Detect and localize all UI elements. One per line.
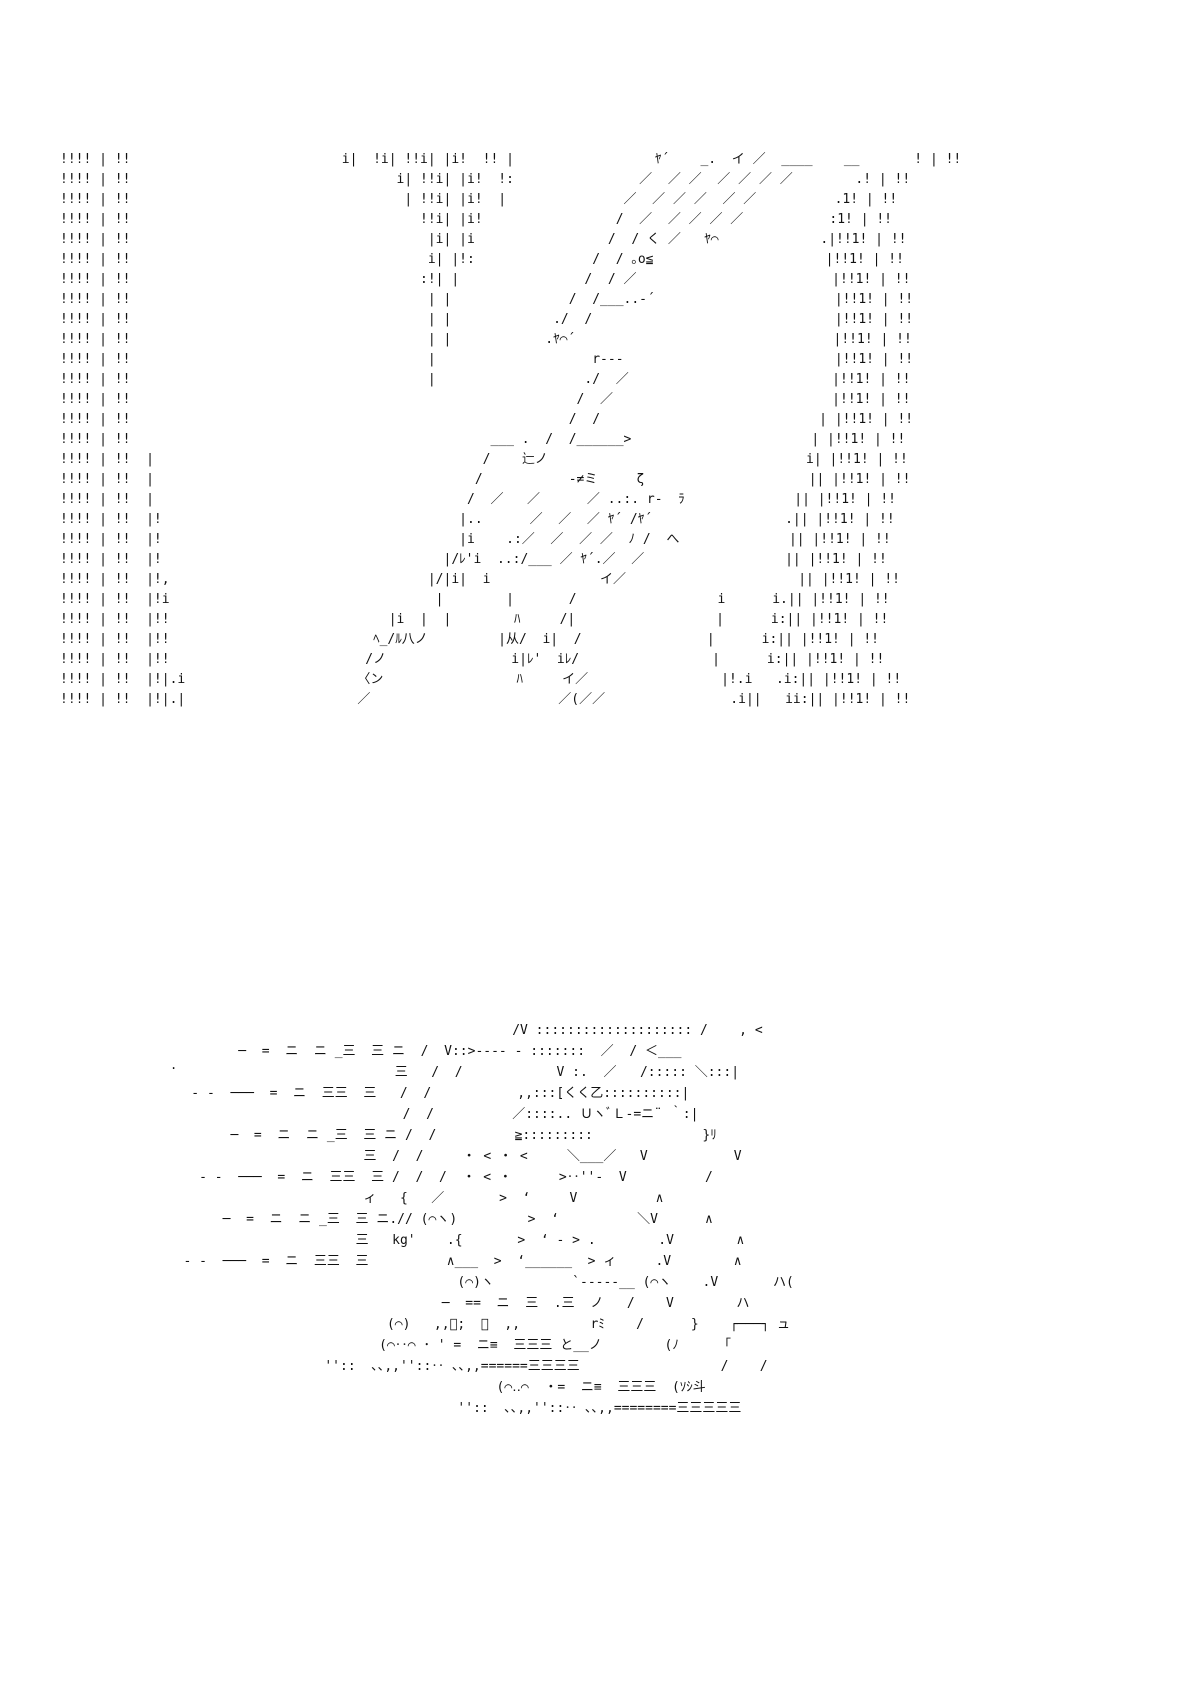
ascii-art-top-panel: !!!! | !! i| !i| !!i| |i! !! | ﾔ´ _. イ ／…: [60, 152, 962, 707]
stray-mark: .: [170, 1058, 178, 1072]
ascii-art-bottom-panel: /V :::::::::::::::::::: / , < ─ = ニ ニ ̲三…: [183, 1023, 794, 1416]
